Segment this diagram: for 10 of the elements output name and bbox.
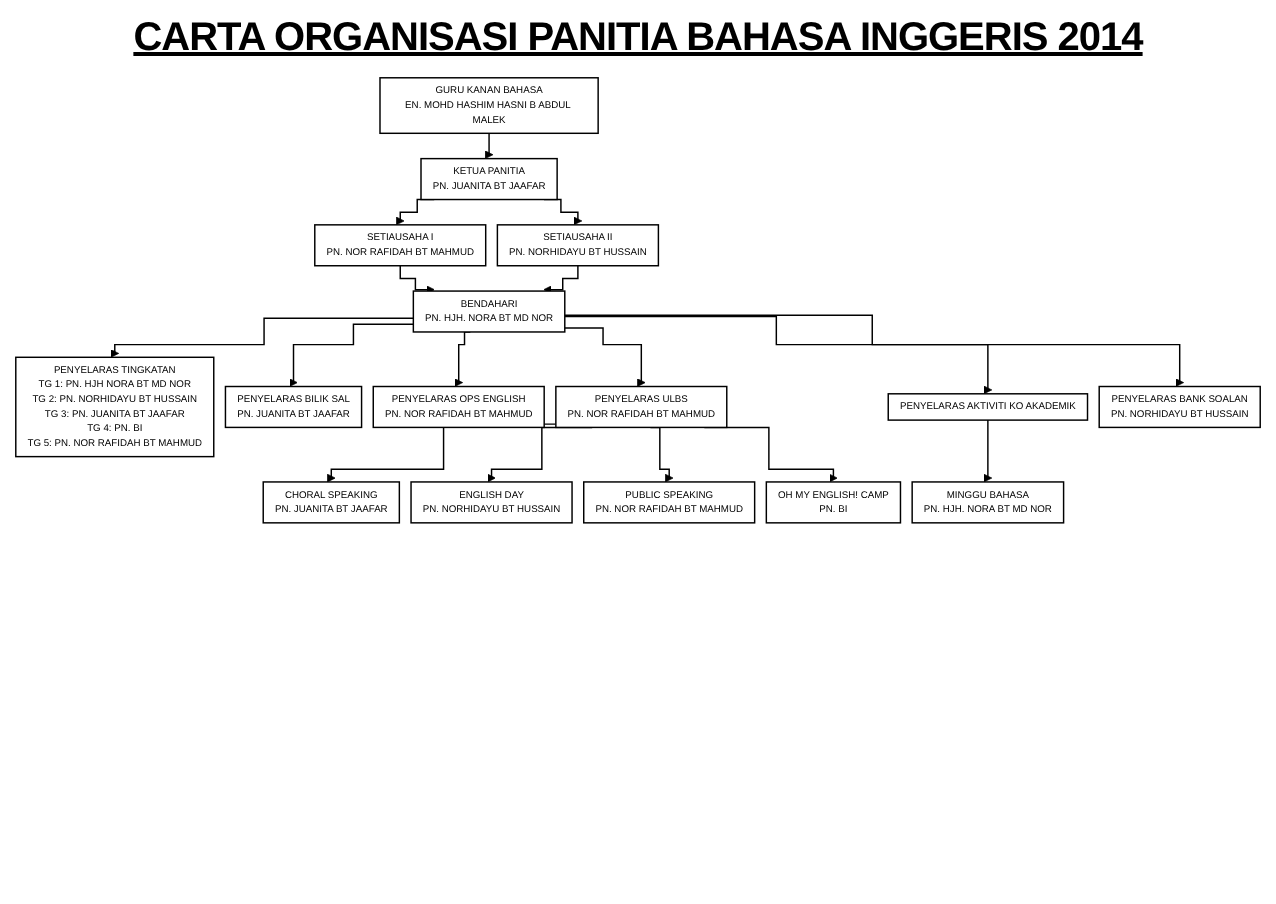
- arrow: [564, 327, 646, 387]
- arrow: [983, 419, 993, 483]
- arrow: [564, 314, 1184, 387]
- chart-title: CARTA ORGANISASI PANITIA BAHASA INGGERIS 2014: [131, 16, 1146, 62]
- arrow: [564, 315, 993, 395]
- arrow: [399, 265, 435, 294]
- arrow: [110, 317, 415, 358]
- arrow: [543, 265, 579, 294]
- arrow: [289, 323, 415, 387]
- arrow: [484, 132, 494, 159]
